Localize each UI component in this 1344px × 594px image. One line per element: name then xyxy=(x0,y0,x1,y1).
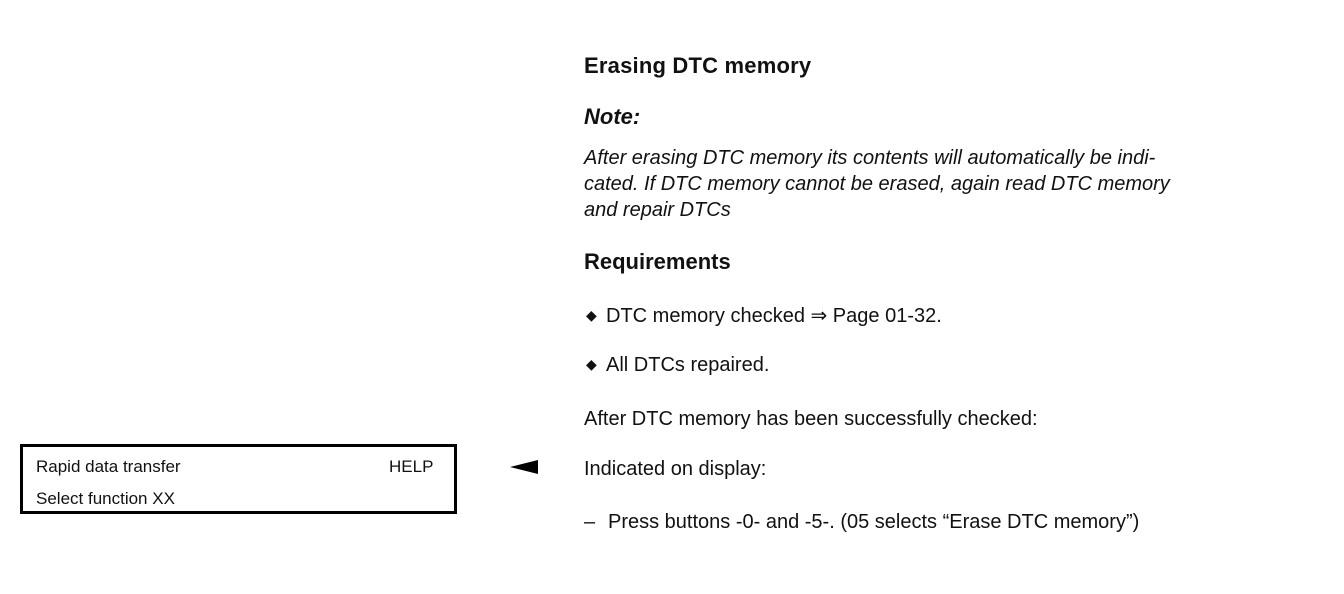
bullet-icon: ◆ xyxy=(586,307,597,323)
note-line: cated. If DTC memory cannot be erased, a… xyxy=(584,173,1170,195)
requirements-heading: Requirements xyxy=(584,249,731,274)
display-line-2: Select function XX xyxy=(36,489,175,508)
step-text: Press buttons -0- and -5-. (05 selects “… xyxy=(608,511,1140,533)
note-label: Note: xyxy=(584,104,641,129)
step-item: –Press buttons -0- and -5-. (05 selects … xyxy=(584,511,1139,534)
bullet-icon: ◆ xyxy=(586,356,597,372)
indicated-text: Indicated on display: xyxy=(584,458,767,480)
requirement-text: DTC memory checked ⇒ Page 01-32. xyxy=(606,305,942,327)
requirement-item: ◆ All DTCs repaired. xyxy=(586,354,769,377)
note-line: After erasing DTC memory its contents wi… xyxy=(584,147,1156,169)
section-title: Erasing DTC memory xyxy=(584,53,812,78)
dash-icon: – xyxy=(584,511,596,533)
display-line-1: Rapid data transfer xyxy=(36,457,181,476)
requirement-text: All DTCs repaired. xyxy=(606,354,770,376)
tester-display: Rapid data transfer HELP Select function… xyxy=(20,444,457,514)
after-check-text: After DTC memory has been successfully c… xyxy=(584,408,1038,430)
note-line: and repair DTCs xyxy=(584,199,731,221)
pointer-arrow-icon xyxy=(510,460,538,474)
display-help-label: HELP xyxy=(389,457,434,476)
note-text: After erasing DTC memory its contents wi… xyxy=(584,145,1320,223)
requirement-item: ◆ DTC memory checked ⇒ Page 01-32. xyxy=(586,303,942,328)
